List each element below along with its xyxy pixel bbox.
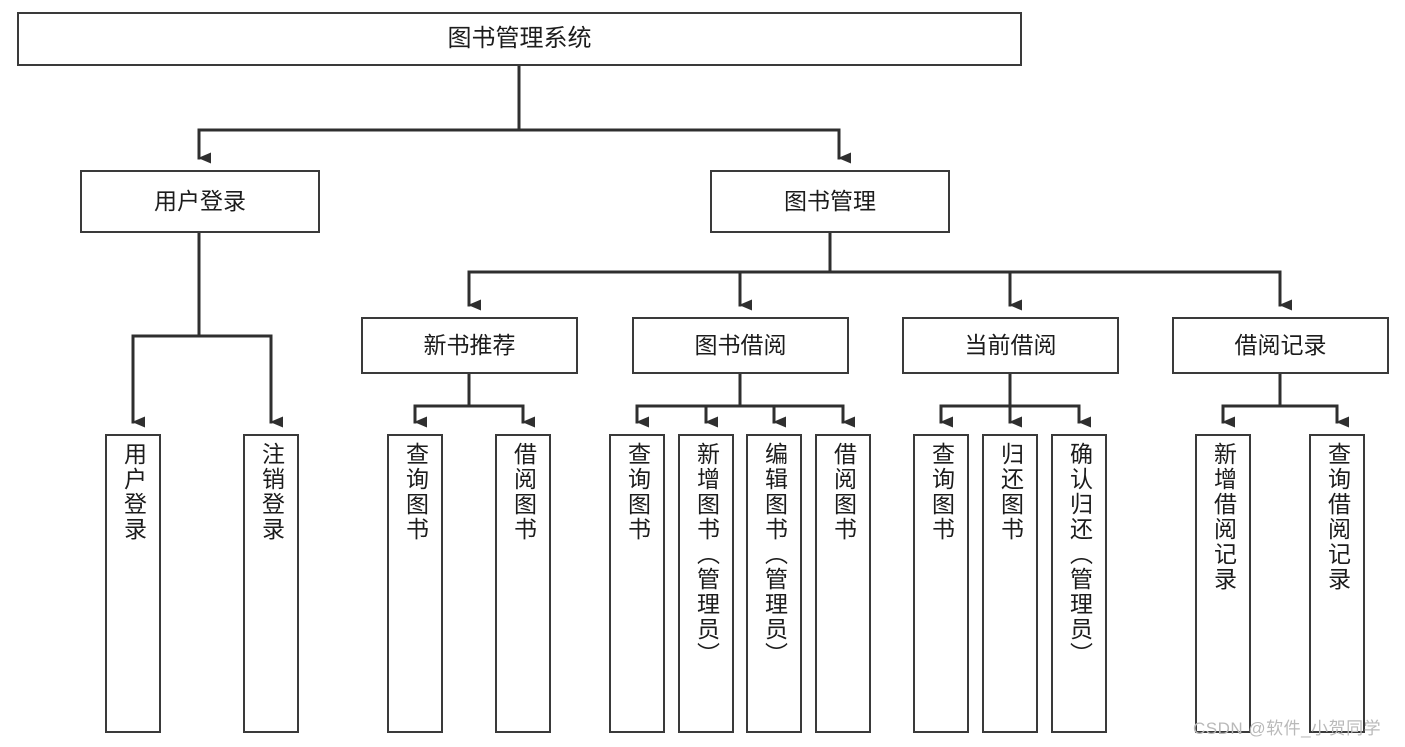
node-leaf-add-book-label: 新增图书（管理员） [693,442,720,667]
node-leaf-return-book[interactable]: 归还图书 [982,434,1038,733]
node-borrow-record-label: 借阅记录 [1234,331,1327,358]
node-root-label: 图书管理系统 [447,24,592,52]
node-leaf-borrow-book-1-label: 借阅图书 [510,442,537,542]
node-leaf-user-login-label: 用户登录 [120,442,147,542]
node-leaf-query-book-3-label: 查询图书 [928,442,955,542]
node-leaf-query-book-3[interactable]: 查询图书 [913,434,969,733]
node-book-borrow[interactable]: 图书借阅 [632,317,849,374]
node-user-login-label: 用户登录 [154,187,246,214]
node-leaf-borrow-book-2-label: 借阅图书 [830,442,857,542]
node-book-management[interactable]: 图书管理 [710,170,950,233]
node-leaf-query-book-2[interactable]: 查询图书 [609,434,665,733]
node-leaf-user-login[interactable]: 用户登录 [105,434,161,733]
node-leaf-confirm-return[interactable]: 确认归还（管理员） [1051,434,1107,733]
node-new-book-recommend[interactable]: 新书推荐 [361,317,578,374]
node-book-management-label: 图书管理 [784,187,876,214]
node-leaf-borrow-book-2[interactable]: 借阅图书 [815,434,871,733]
node-leaf-add-book[interactable]: 新增图书（管理员） [678,434,734,733]
node-leaf-borrow-book-1[interactable]: 借阅图书 [495,434,551,733]
node-leaf-edit-book[interactable]: 编辑图书（管理员） [746,434,802,733]
node-leaf-query-book-1-label: 查询图书 [402,442,429,542]
node-leaf-return-book-label: 归还图书 [997,442,1024,542]
node-borrow-record[interactable]: 借阅记录 [1172,317,1389,374]
node-leaf-confirm-return-label: 确认归还（管理员） [1066,442,1093,667]
node-leaf-add-record-label: 新增借阅记录 [1210,442,1237,592]
node-new-book-recommend-label: 新书推荐 [423,331,516,358]
node-leaf-logout-login[interactable]: 注销登录 [243,434,299,733]
node-root[interactable]: 图书管理系统 [17,12,1022,66]
node-leaf-query-book-2-label: 查询图书 [624,442,651,542]
node-leaf-query-record[interactable]: 查询借阅记录 [1309,434,1365,733]
csdn-watermark: CSDN @软件_小贺同学 [1193,719,1382,738]
node-leaf-query-record-label: 查询借阅记录 [1324,442,1351,592]
node-leaf-query-book-1[interactable]: 查询图书 [387,434,443,733]
node-leaf-edit-book-label: 编辑图书（管理员） [761,442,788,667]
node-book-borrow-label: 图书借阅 [694,331,787,358]
node-user-login[interactable]: 用户登录 [80,170,320,233]
node-leaf-add-record[interactable]: 新增借阅记录 [1195,434,1251,733]
node-leaf-logout-login-label: 注销登录 [258,442,285,542]
node-current-borrow-label: 当前借阅 [964,331,1057,358]
node-current-borrow[interactable]: 当前借阅 [902,317,1119,374]
